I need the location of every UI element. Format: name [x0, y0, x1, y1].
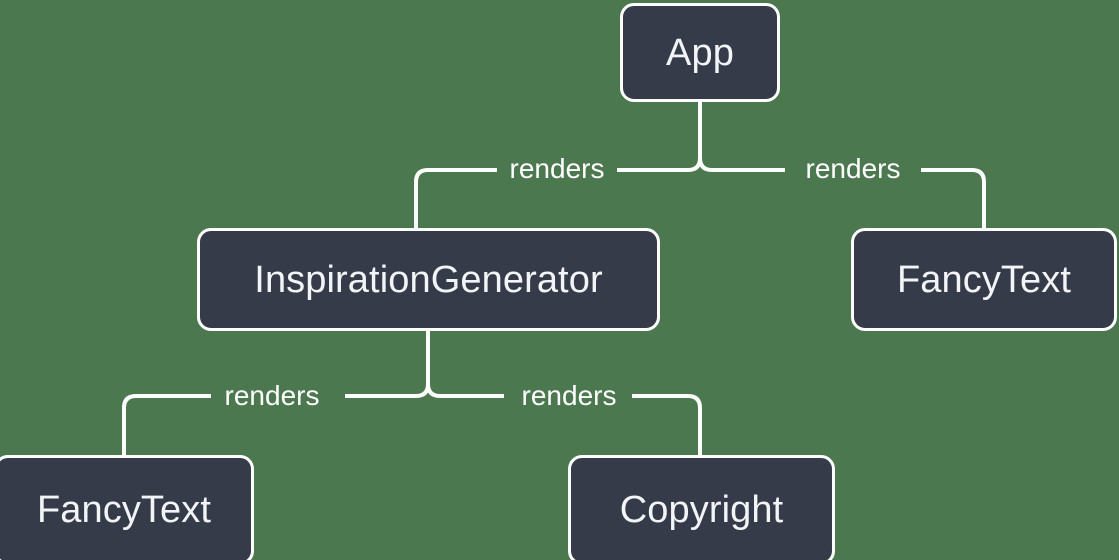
node-fancytext-right[interactable]: FancyText	[851, 228, 1117, 331]
node-app-label: App	[666, 31, 734, 74]
node-copyright[interactable]: Copyright	[568, 455, 835, 560]
node-fancytext-left-label: FancyText	[36, 489, 212, 531]
edge-app-to-fancytext-right	[921, 168, 986, 228]
node-app[interactable]: App	[620, 3, 780, 102]
edge-app-junction-left	[617, 157, 702, 172]
node-copyright-label: Copyright	[619, 489, 784, 531]
edge-app-to-inspirationgenerator	[414, 168, 497, 228]
edge-label-app-to-inspirationgenerator: renders	[509, 153, 605, 184]
edge-inspirationgenerator-to-fancytext-left	[122, 394, 211, 455]
edge-label-inspirationgenerator-to-fancytext-left: renders	[224, 380, 320, 411]
node-fancytext-right-label: FancyText	[896, 258, 1072, 301]
node-fancytext-left[interactable]: FancyText	[0, 455, 254, 560]
node-inspirationgenerator[interactable]: InspirationGenerator	[197, 228, 660, 331]
edge-inspirationgenerator-junction-right	[426, 383, 504, 398]
edge-label-inspirationgenerator-to-copyright: renders	[521, 380, 617, 411]
node-inspirationgenerator-label: InspirationGenerator	[254, 258, 603, 301]
edge-inspirationgenerator-junction-left	[345, 383, 430, 398]
edge-label-app-to-fancytext-right: renders	[805, 153, 901, 184]
edge-app-junction-right	[698, 157, 785, 172]
edge-inspirationgenerator-to-copyright	[632, 394, 702, 455]
